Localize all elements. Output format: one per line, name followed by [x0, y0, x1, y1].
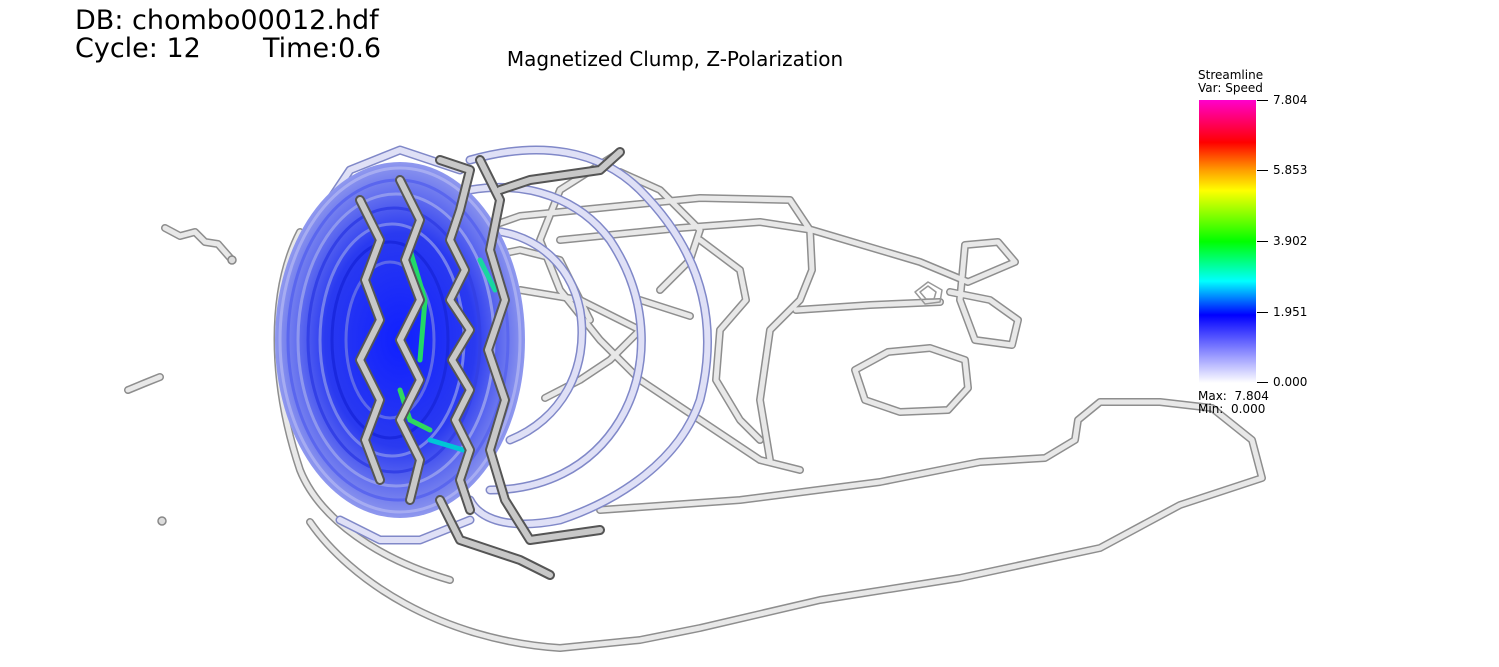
header-cycle: Cycle: 12	[75, 33, 201, 64]
legend-tick-mark	[1257, 382, 1268, 383]
legend-tick-label: 1.951	[1273, 305, 1308, 319]
header-time: Time:0.6	[263, 33, 382, 64]
legend-tick-label: 7.804	[1273, 93, 1308, 107]
legend-colorbar	[1199, 100, 1256, 383]
header-db: DB: chombo00012.hdf	[75, 5, 379, 36]
legend-tick-label: 5.853	[1273, 163, 1308, 177]
legend-min-value: 0.000	[1230, 402, 1266, 416]
legend-min-label: Min:	[1198, 402, 1224, 416]
legend-max-value: 7.804	[1234, 389, 1269, 403]
legend-max: Max: 7.804	[1198, 390, 1269, 403]
legend-min: Min: 0.000	[1198, 403, 1265, 416]
front-streamlines	[355, 147, 625, 580]
plot-title: Magnetized Clump, Z-Polarization	[506, 47, 844, 71]
legend-tick-mark	[1257, 241, 1268, 242]
legend-tick-mark	[1257, 100, 1268, 101]
legend-tick-mark	[1257, 170, 1268, 171]
mid-streamlines	[325, 145, 712, 545]
legend-max-label: Max:	[1198, 389, 1227, 403]
legend-tick-label: 0.000	[1273, 375, 1308, 389]
legend-tick-mark	[1257, 312, 1268, 313]
legend-tick-label: 3.902	[1273, 234, 1308, 248]
header-cycle-time: Cycle: 12 Time:0.6	[75, 33, 381, 64]
legend-plot-type: Streamline	[1198, 68, 1264, 82]
outer-streamlines	[124, 148, 1266, 652]
legend-variable: Var: Speed	[1198, 81, 1263, 95]
